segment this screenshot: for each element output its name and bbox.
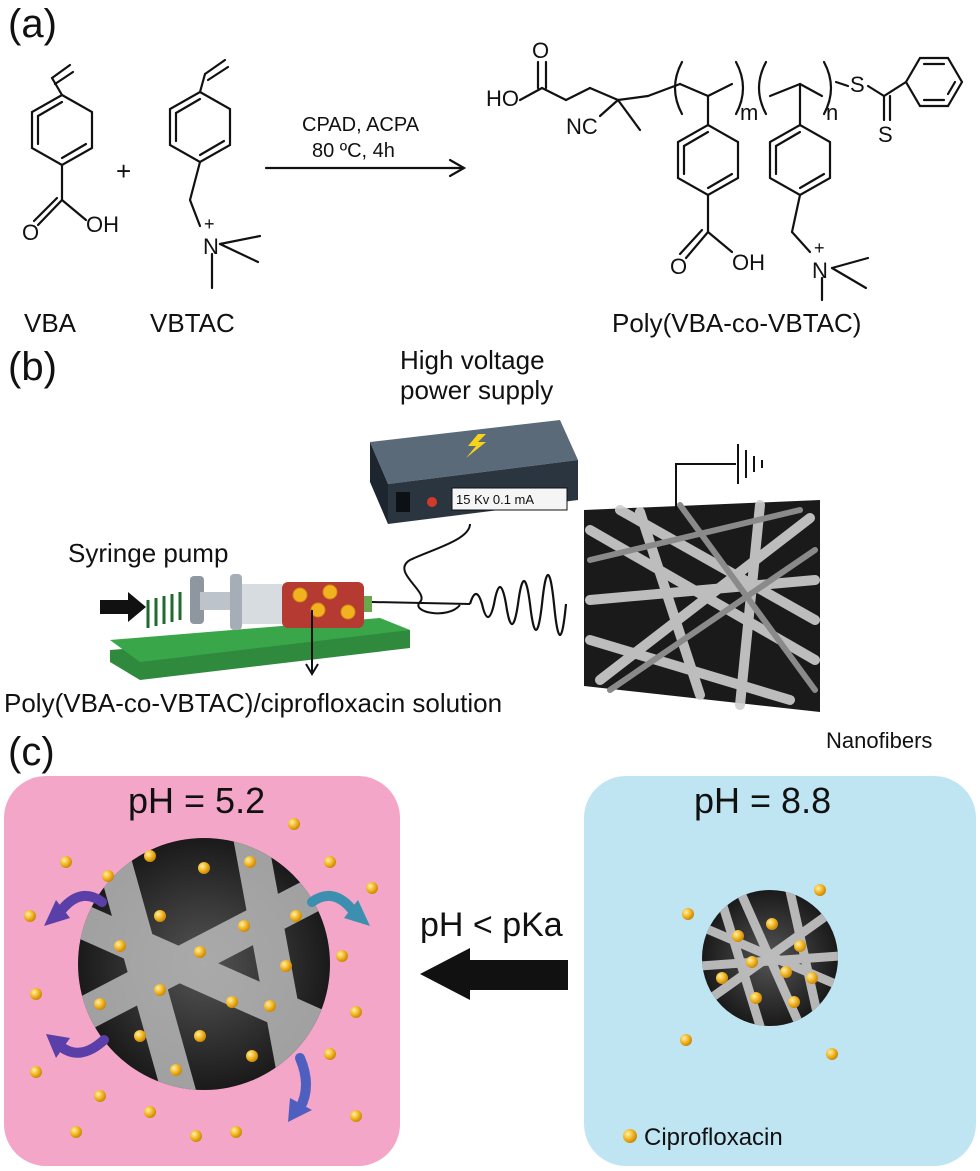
reaction-scheme: O OH N + O HO NC m n S S O OH N +	[22, 38, 964, 302]
power-supply-line1: High voltage	[400, 345, 545, 375]
electrospinning-setup: 15 Kv 0.1 mA	[100, 420, 820, 712]
product-nitrogen: N	[812, 258, 828, 283]
vbtac-charge: +	[204, 214, 215, 234]
product-m: m	[740, 100, 758, 125]
vbtac-nitrogen: N	[203, 234, 219, 259]
product-oxygen-top: O	[532, 38, 549, 63]
conditions-line1: CPAD, ACPA	[302, 114, 420, 136]
power-supply-line2: power supply	[400, 375, 554, 405]
ground-icon	[675, 444, 763, 510]
legend-dot-icon	[623, 1129, 637, 1143]
product-label: Poly(VBA-co-VBTAC)	[612, 308, 862, 338]
nanofiber-collector	[584, 500, 820, 712]
product-charge: +	[814, 238, 825, 258]
right-ph-label: pH = 8.8	[694, 780, 832, 821]
conditions-line2: 80 ºC, 4h	[312, 140, 395, 162]
power-display: 15 Kv 0.1 mA	[456, 492, 534, 507]
panel-label-b: (b)	[8, 345, 57, 389]
nanofibers-label: Nanofibers	[826, 728, 933, 753]
condition-arrow	[420, 948, 568, 1000]
plus-sign: +	[116, 156, 132, 186]
product-n: n	[826, 100, 838, 125]
power-supply-box	[370, 420, 578, 524]
left-ph-label: pH = 5.2	[128, 780, 266, 821]
product-structure	[518, 56, 964, 302]
product-sulfur-2: S	[878, 122, 893, 147]
vba-oxygen: O	[22, 220, 39, 245]
solution-label: Poly(VBA-co-VBTAC)/ciprofloxacin solutio…	[4, 688, 503, 718]
syringe-pump	[100, 574, 471, 680]
release-illustration	[24, 818, 838, 1143]
monomer1-label: VBA	[24, 308, 77, 338]
condition-label: pH < pKa	[420, 906, 563, 944]
panel-label-c: (c)	[8, 730, 55, 774]
legend-label: Ciprofloxacin	[644, 1124, 783, 1151]
vbtac-structure	[168, 58, 262, 290]
monomer2-label: VBTAC	[150, 308, 235, 338]
product-nc: NC	[566, 114, 598, 139]
product-sulfur-1: S	[850, 72, 865, 97]
product-ho: HO	[486, 86, 519, 111]
collapsed-fiber-mat	[702, 890, 838, 1026]
product-oh: OH	[732, 250, 765, 275]
panel-label-a: (a)	[8, 2, 57, 46]
syringe-pump-label: Syringe pump	[68, 538, 229, 568]
drug-dots	[24, 818, 838, 1142]
vba-oh: OH	[86, 212, 119, 237]
product-oxygen: O	[670, 254, 687, 279]
release-arrows	[44, 890, 370, 1122]
vba-structure	[30, 63, 94, 227]
